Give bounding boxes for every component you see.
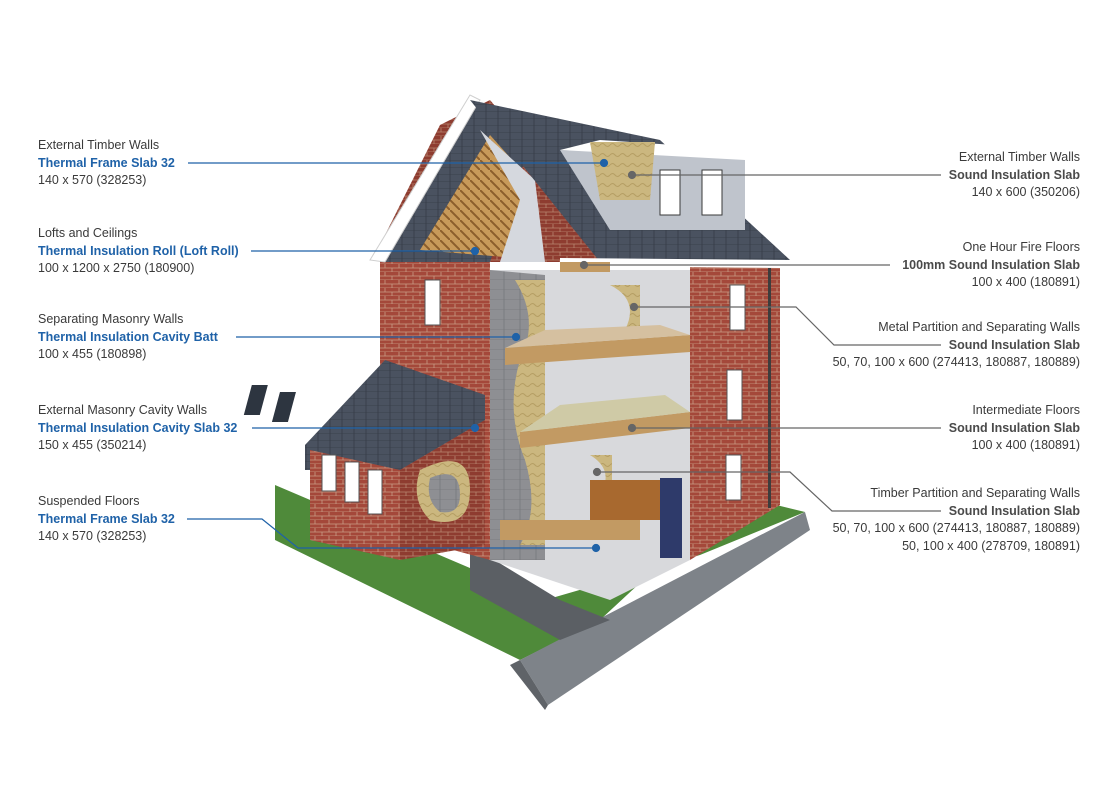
callout-title: External Masonry Cavity Walls bbox=[38, 403, 208, 417]
callout-spec: 150 x 455 (350214) bbox=[38, 438, 147, 452]
callout-spec: 100 x 400 (180891) bbox=[971, 275, 1080, 289]
extension-roof bbox=[305, 360, 485, 470]
callout-product: Sound Insulation Slab bbox=[948, 420, 1080, 435]
right-leader-lines bbox=[579, 170, 941, 512]
callout-title: One Hour Fire Floors bbox=[962, 240, 1080, 254]
callout-spec: 140 x 600 (350206) bbox=[971, 185, 1080, 199]
callout-metal-partition-walls: Metal Partition and Separating Walls Sou… bbox=[833, 319, 1080, 372]
callout-spec: 100 x 400 (180891) bbox=[971, 438, 1080, 452]
callout-product: Sound Insulation Slab bbox=[948, 503, 1080, 518]
floor-middle bbox=[520, 412, 690, 448]
callout-lofts-and-ceilings: Lofts and Ceilings Thermal Insulation Ro… bbox=[38, 225, 239, 278]
callout-title: Intermediate Floors bbox=[972, 403, 1080, 417]
callout-product: Thermal Insulation Cavity Batt bbox=[38, 329, 218, 344]
floor-lower bbox=[500, 520, 640, 540]
callout-suspended-floors: Suspended Floors Thermal Frame Slab 32 1… bbox=[38, 493, 175, 546]
callout-title: Suspended Floors bbox=[38, 494, 140, 508]
callout-product: Sound Insulation Slab bbox=[948, 167, 1080, 182]
callout-product: 100mm Sound Insulation Slab bbox=[902, 257, 1080, 272]
callout-title: Metal Partition and Separating Walls bbox=[878, 320, 1080, 334]
floor-upper bbox=[505, 335, 690, 365]
pavement bbox=[520, 512, 810, 705]
callout-title: External Timber Walls bbox=[38, 138, 160, 152]
callout-product: Thermal Frame Slab 32 bbox=[38, 511, 175, 526]
callout-one-hour-fire-floors: One Hour Fire Floors 100mm Sound Insulat… bbox=[902, 239, 1080, 292]
callout-separating-masonry-walls: Separating Masonry Walls Thermal Insulat… bbox=[38, 311, 218, 364]
path bbox=[470, 545, 610, 640]
callout-product: Thermal Insulation Roll (Loft Roll) bbox=[38, 243, 239, 258]
callout-intermediate-floors: Intermediate Floors Sound Insulation Sla… bbox=[949, 402, 1080, 455]
callout-title: Timber Partition and Separating Walls bbox=[870, 486, 1080, 500]
callout-timber-partition-walls: Timber Partition and Separating Walls So… bbox=[833, 485, 1080, 555]
callout-spec: 50, 70, 100 x 600 (274413, 180887, 18088… bbox=[832, 355, 1080, 369]
left-leader-lines bbox=[187, 158, 609, 553]
callout-external-timber-walls-left: External Timber Walls Thermal Frame Slab… bbox=[38, 137, 175, 190]
callout-external-masonry-cavity-walls: External Masonry Cavity Walls Thermal In… bbox=[38, 402, 237, 455]
callout-product: Sound Insulation Slab bbox=[948, 337, 1080, 352]
window bbox=[424, 279, 441, 326]
callout-product: Thermal Insulation Cavity Slab 32 bbox=[38, 420, 238, 435]
callout-spec: 50, 70, 100 x 600 (274413, 180887, 18088… bbox=[832, 521, 1080, 535]
callout-title: External Timber Walls bbox=[958, 150, 1080, 164]
callout-title: Separating Masonry Walls bbox=[38, 312, 184, 326]
callout-product: Thermal Frame Slab 32 bbox=[38, 155, 175, 170]
callout-title: Lofts and Ceilings bbox=[38, 226, 138, 240]
callout-external-timber-walls-right: External Timber Walls Sound Insulation S… bbox=[949, 149, 1080, 202]
callout-spec: 100 x 455 (180898) bbox=[38, 347, 147, 361]
callout-spec: 140 x 570 (328253) bbox=[38, 529, 147, 543]
front-door bbox=[660, 478, 682, 558]
callout-spec: 100 x 1200 x 2750 (180900) bbox=[38, 261, 195, 275]
callout-spec: 140 x 570 (328253) bbox=[38, 173, 147, 187]
callout-spec-secondary: 50, 100 x 400 (278709, 180891) bbox=[902, 538, 1080, 553]
